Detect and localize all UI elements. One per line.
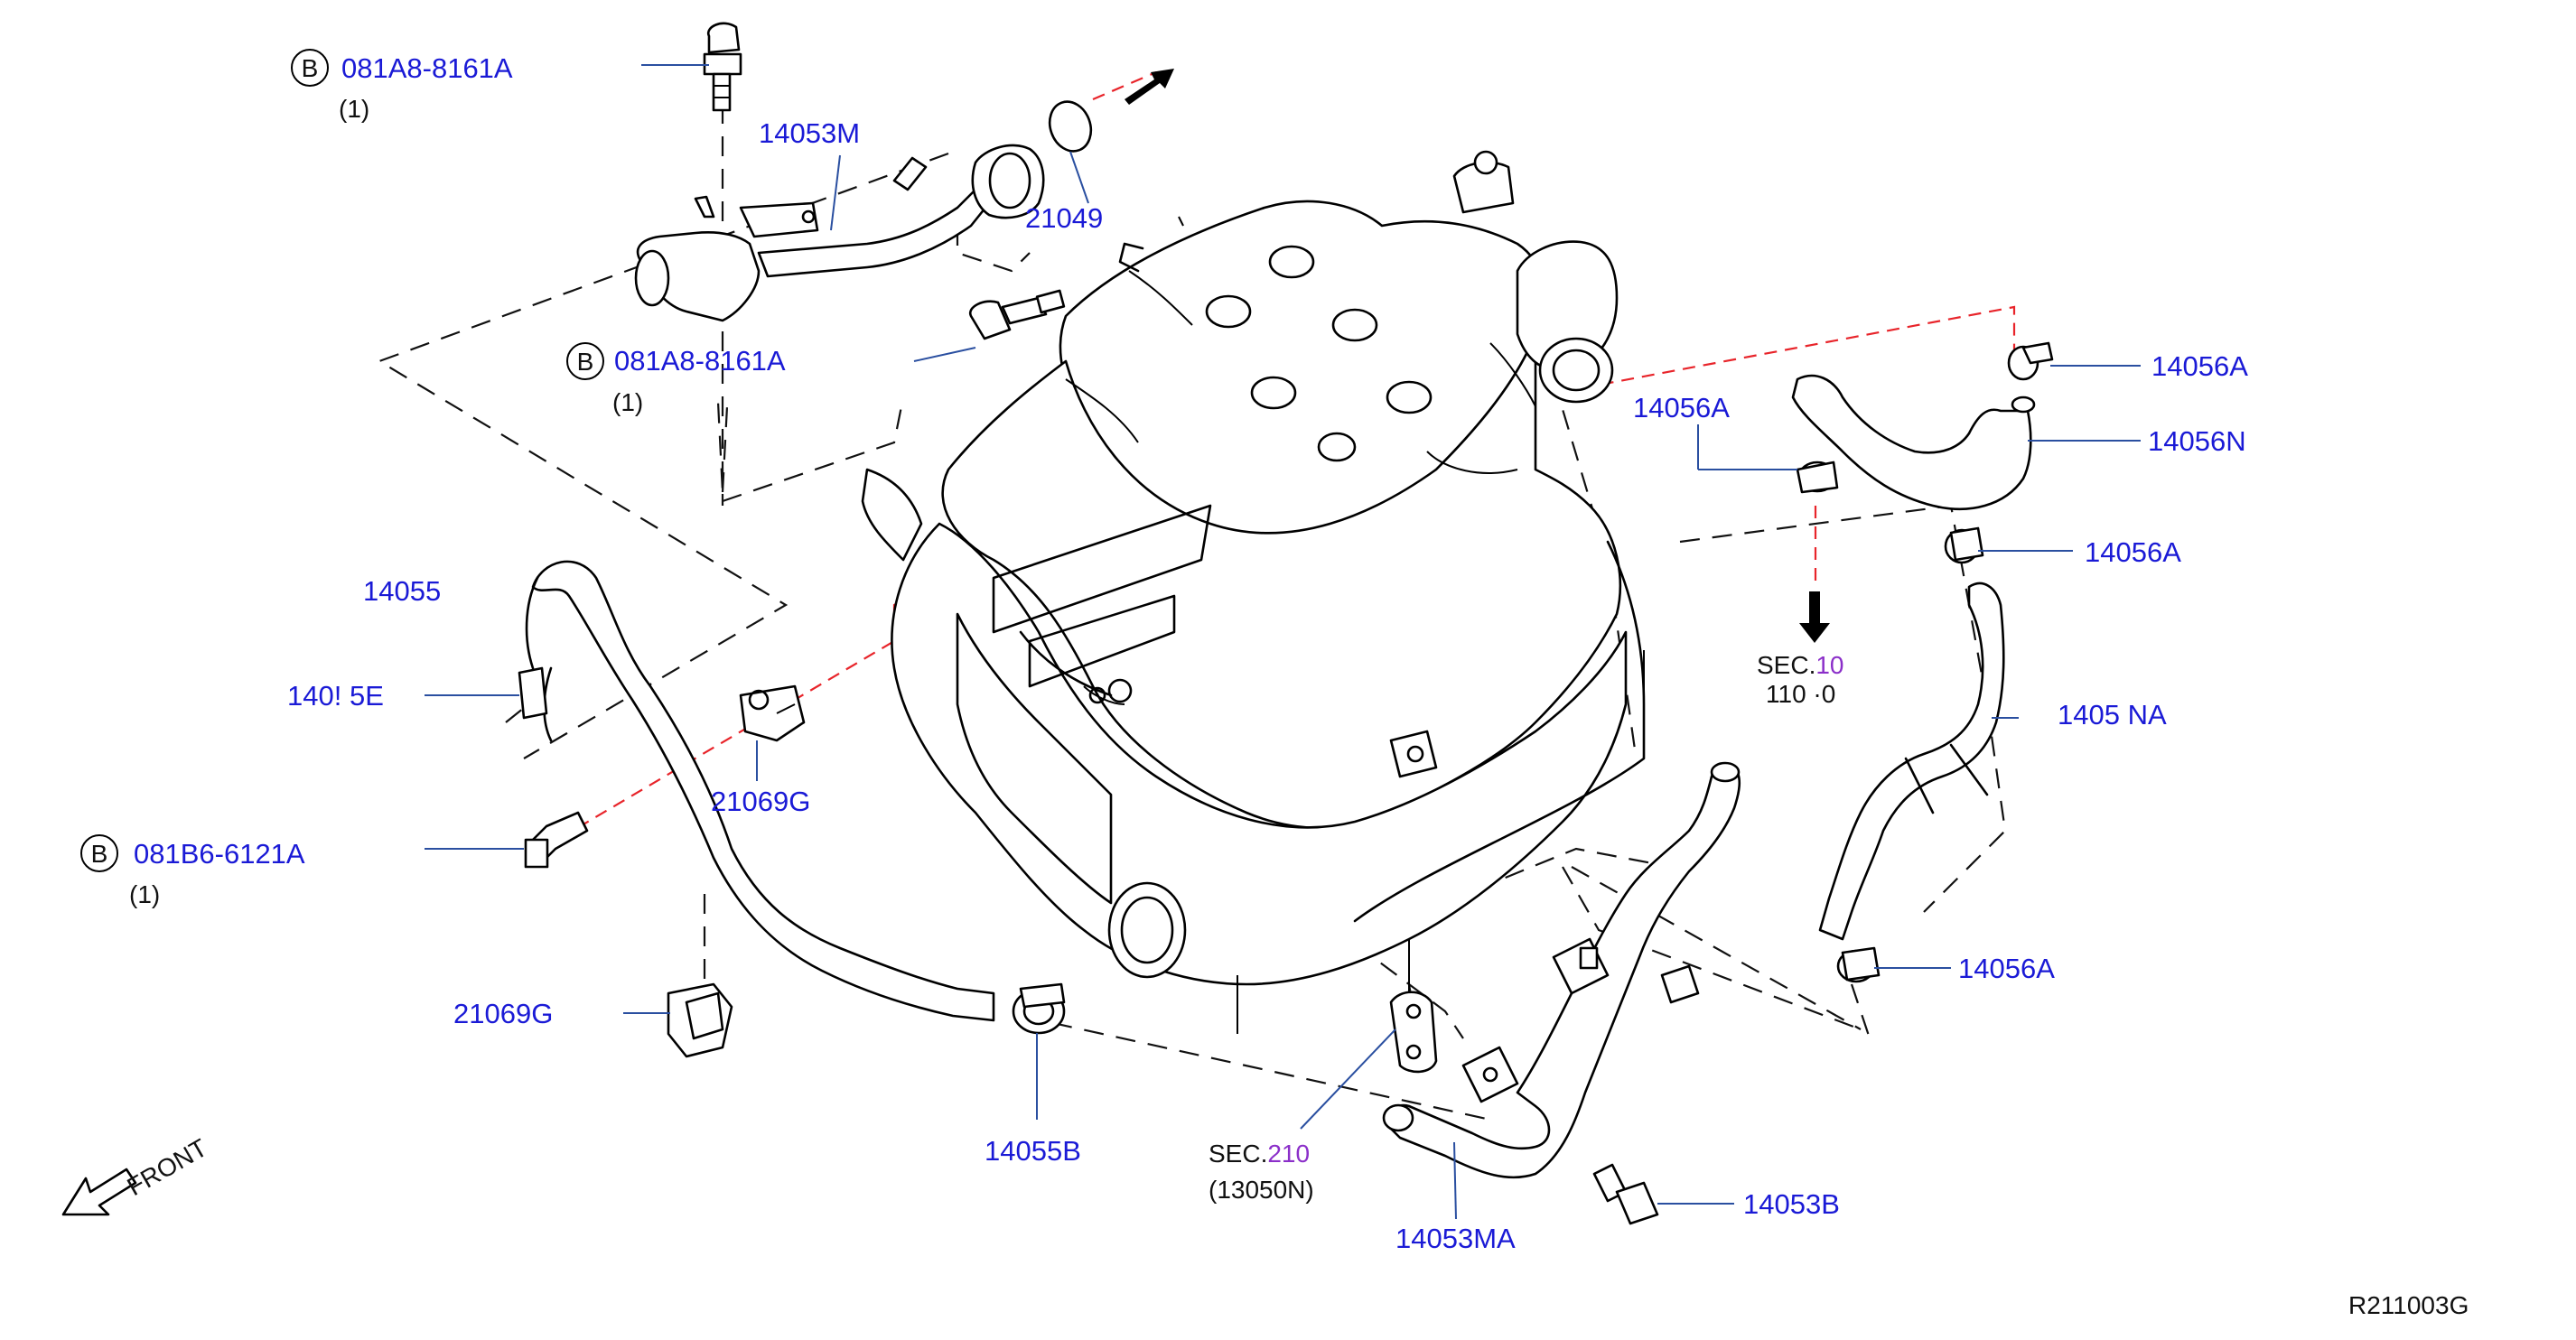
label-sec-bottom-num: 210 <box>1267 1140 1310 1168</box>
label-bolt-low: 081B6-6121A <box>134 838 305 870</box>
o-ring-21049 <box>1048 69 1174 153</box>
label-hose-14055: 14055 <box>363 575 441 607</box>
label-hose-14055-partial: 140! 5E <box>287 680 384 712</box>
water-pipe-14053m <box>634 144 1045 322</box>
hose-14056n <box>1791 374 2036 511</box>
clamp-14056a-r2 <box>1796 461 1839 494</box>
label-front: FRONT <box>123 1133 212 1201</box>
clip-21069g-upper <box>739 684 806 742</box>
part-labels: 081A8-8161A (1) 14053M 21049 081A8-8161A… <box>123 52 2469 1319</box>
label-clip-21069g-upper: 21069G <box>711 786 810 817</box>
leader-lines <box>425 64 2141 1220</box>
label-clamp-14056a-r3: 14056A <box>2085 536 2181 568</box>
label-hose-lower-right-partial: 1405 NA <box>2058 699 2167 730</box>
bolt-top <box>703 22 742 112</box>
bolt-low <box>524 811 589 869</box>
clamp-14056a-r1 <box>2007 341 2054 381</box>
water-pipe-14053ma <box>1382 761 1741 1179</box>
label-sec-bottom: SEC.210 <box>1209 1140 1310 1168</box>
label-bolt-top-qty: (1) <box>339 95 369 123</box>
bolt-mid <box>968 289 1066 340</box>
label-clamp-14055b: 14055B <box>985 1135 1081 1167</box>
b-marker-mid-letter: B <box>577 348 594 376</box>
label-bolt-top: 081A8-8161A <box>341 52 513 84</box>
label-sec-right-prefix: SEC. <box>1757 651 1815 679</box>
label-sec-right-num: 10 <box>1815 651 1843 679</box>
arrow-down-icon <box>1799 591 1830 643</box>
label-bolt-mid-qty: (1) <box>612 388 643 416</box>
clamp-14055b <box>1012 982 1066 1035</box>
label-diagram-id: R211003G <box>2348 1291 2469 1319</box>
label-pipe-14053ma: 14053MA <box>1395 1223 1516 1254</box>
label-clip-21069g-lower: 21069G <box>453 998 553 1029</box>
label-sec-bottom-prefix: SEC. <box>1209 1140 1267 1168</box>
label-pipe-14053m: 14053M <box>759 117 860 149</box>
label-sec-bottom-ref: (13050N) <box>1209 1176 1314 1204</box>
b-marker-mid: B <box>566 342 604 380</box>
bolt-14053b <box>1592 1163 1659 1225</box>
label-bolt-14053b: 14053B <box>1743 1188 1840 1220</box>
label-sec-right-ref: 110 ·0 <box>1766 680 1835 708</box>
front-arrow-icon <box>61 1168 137 1216</box>
clamp-14056a-r3 <box>1944 526 1984 564</box>
label-hose-14056n: 14056N <box>2148 425 2246 457</box>
b-marker-top: B <box>291 49 329 87</box>
label-clamp-14056a-r1: 14056A <box>2151 350 2248 382</box>
gasket-sec210 <box>1389 991 1438 1074</box>
b-marker-low-letter: B <box>91 840 108 868</box>
clip-21069g-lower <box>667 982 733 1058</box>
label-clamp-14056a-r4: 14056A <box>1958 953 2055 984</box>
b-marker-top-letter: B <box>302 54 319 82</box>
b-marker-low: B <box>80 834 118 872</box>
clamp-14056a-r4 <box>1836 946 1881 983</box>
engine-block <box>861 150 1646 1034</box>
label-bolt-mid: 081A8-8161A <box>614 345 786 377</box>
hose-14056-lower-right <box>1818 582 2005 941</box>
label-clamp-14056a-r2: 14056A <box>1633 392 1730 423</box>
label-oring-21049: 21049 <box>1025 202 1103 234</box>
label-bolt-low-qty: (1) <box>129 880 160 908</box>
label-sec-right: SEC.10 <box>1757 651 1844 679</box>
hose-end-clamp-left <box>518 666 548 720</box>
